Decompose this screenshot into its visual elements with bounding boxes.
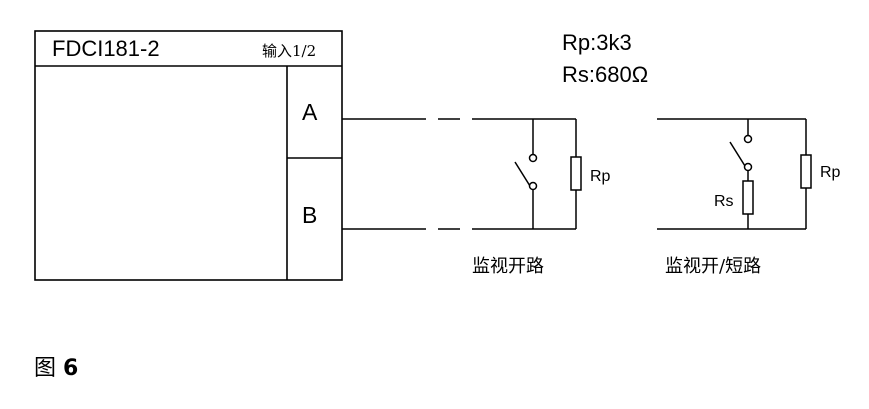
circuit-open-short-monitor	[657, 118, 812, 230]
c2-switch-contact-top	[743, 134, 753, 144]
figure-prefix: 图	[34, 356, 57, 381]
figure-number: 6	[63, 356, 79, 381]
line-wires	[342, 118, 576, 230]
c2-switch-blade	[729, 141, 746, 167]
c2-switch-contact-bottom	[743, 162, 753, 172]
circuit2-caption: 监视开/短路	[665, 256, 761, 277]
circuit1-caption: 监视开路	[472, 256, 544, 277]
device-outline	[34, 30, 343, 281]
rs-spec: Rs:680Ω	[562, 62, 648, 87]
circuit1-rp-label: Rp	[590, 168, 611, 185]
circuit2-rp-label: Rp	[820, 164, 841, 181]
device-model-label: FDCI181-2	[52, 36, 160, 61]
device-module	[34, 30, 343, 281]
circuit-open-monitor	[514, 119, 582, 229]
terminal-a-label: A	[302, 99, 318, 125]
rs-resistor	[742, 180, 754, 215]
terminal-b-label: B	[302, 202, 317, 228]
rp-spec: Rp:3k3	[562, 30, 632, 55]
switch-contact-top	[528, 153, 538, 163]
switch-blade	[514, 161, 531, 187]
circuit2-rs-label: Rs	[714, 193, 734, 210]
figure-caption: 图 6	[34, 350, 78, 382]
c2-rp-resistor	[800, 154, 812, 189]
rp-resistor	[570, 156, 582, 191]
device-input-label: 输入1/2	[262, 42, 316, 60]
switch-contact-bottom	[528, 181, 538, 191]
